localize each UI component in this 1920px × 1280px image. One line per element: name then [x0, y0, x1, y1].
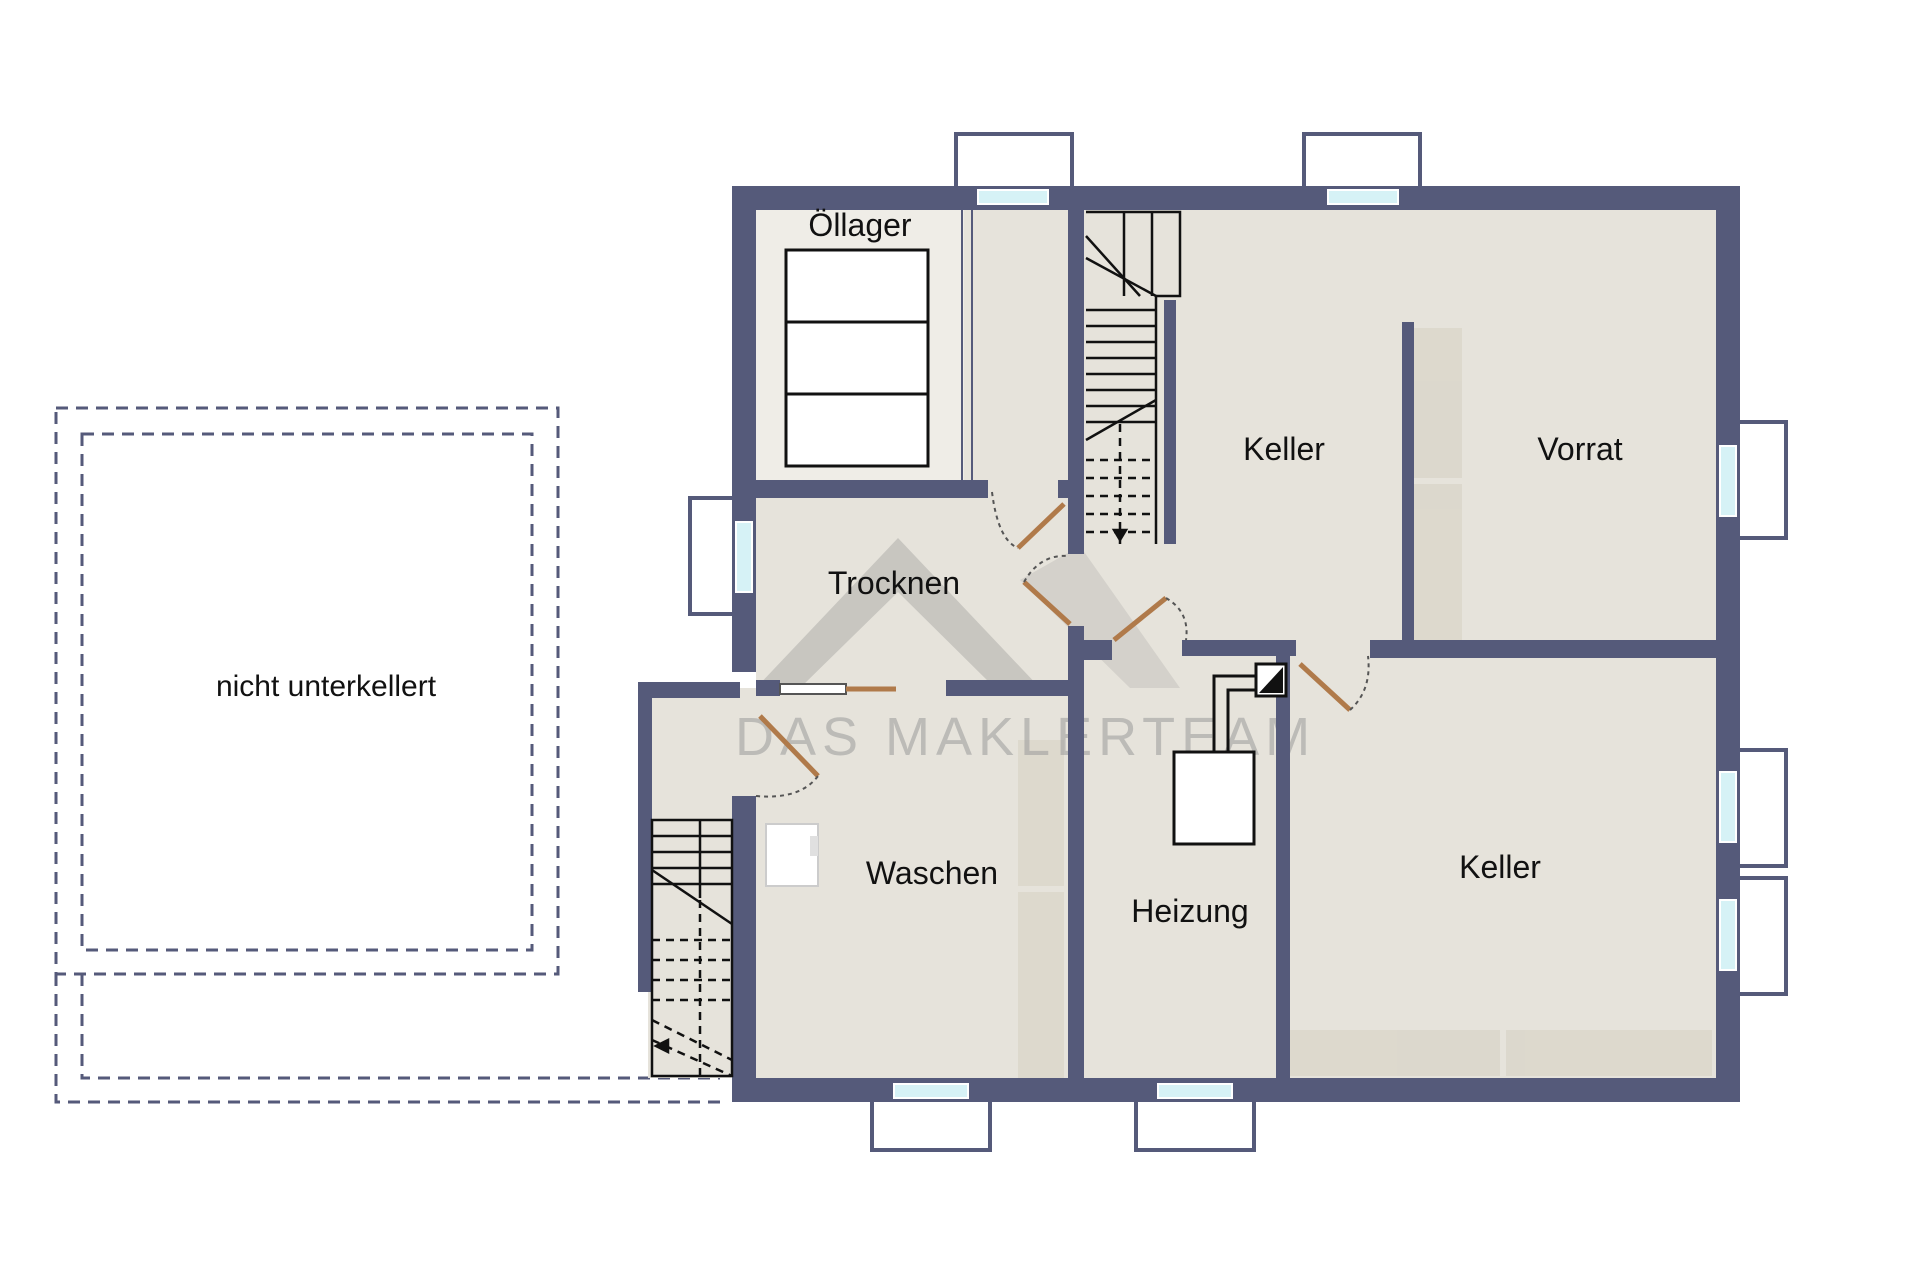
wall-vorrat-west [1402, 322, 1414, 644]
shelf-keller-right [1506, 1030, 1712, 1076]
door-oellager [991, 491, 1066, 550]
window-west-frame [688, 496, 736, 616]
watermark-logo-right [1020, 546, 1180, 688]
unexcavated-lower-outline [54, 974, 720, 1104]
stair-north-treads [1085, 212, 1157, 442]
window-south-left-glass [893, 1083, 969, 1099]
boiler [1172, 750, 1256, 846]
stair-north-outline [1086, 210, 1182, 544]
window-west-glass [735, 521, 753, 593]
door-keller-north [1112, 596, 1188, 642]
label-nicht-unterkellert: nicht unterkellert [216, 670, 437, 703]
label-keller-north: Keller [1243, 431, 1325, 467]
label-trocknen: Trocknen [828, 565, 960, 601]
unexcavated-lower-inner-outline [80, 974, 720, 1080]
unexcavated-inner-outline [80, 432, 534, 952]
oil-tank-3 [784, 392, 930, 468]
window-east-mid-glass [1719, 771, 1737, 843]
window-south-left-frame [870, 1098, 992, 1152]
oil-tank-2 [784, 320, 930, 396]
room-labels: Öllager Trocknen Keller Vorrat Waschen H… [216, 207, 1623, 929]
label-waschen: Waschen [866, 855, 998, 891]
window-east-low-glass [1719, 899, 1737, 971]
wall-oellager-bottom [756, 480, 988, 498]
unexcavated-area [54, 406, 720, 1104]
watermark-logo [756, 538, 1040, 688]
staircase-north [1085, 210, 1182, 544]
wall-heizung-north [1182, 640, 1296, 656]
wall-west-lower [732, 796, 756, 1102]
window-south-right-frame [1134, 1098, 1256, 1152]
window-east-top-glass [1719, 445, 1737, 517]
wall-heizung-west-stub [1068, 640, 1112, 660]
staircase-west [650, 818, 734, 1078]
window-south-right-glass [1157, 1083, 1233, 1099]
washing-machine [765, 823, 819, 887]
label-keller-south: Keller [1459, 849, 1541, 885]
stair-west-treads [651, 820, 733, 926]
windows [688, 132, 1788, 1152]
wall-north [732, 186, 1740, 210]
wall-heizung-west [1068, 626, 1084, 1078]
shelf-waschen-upper [1018, 740, 1064, 886]
wall-stair-east [1164, 300, 1176, 544]
window-east-top-frame [1736, 420, 1788, 540]
shelves [1018, 328, 1712, 1078]
doors [755, 491, 1370, 798]
wall-vorrat-south [1370, 640, 1718, 658]
label-oellager: Öllager [808, 207, 912, 243]
window-east-low-frame [1736, 876, 1788, 996]
window-north-right-glass [1327, 189, 1399, 205]
heating-system [1172, 662, 1288, 846]
window-north-left-frame [954, 132, 1074, 190]
window-north-right-frame [1302, 132, 1422, 190]
door-trocknen-east [1022, 554, 1072, 626]
door-waschen-sliding [779, 683, 896, 695]
heating-flue-pipe-inner [1226, 688, 1256, 752]
shelf-waschen-lower [1018, 892, 1064, 1078]
shelf-vorrat-lower [1414, 484, 1462, 640]
wall-trocknen-south-west [756, 680, 780, 696]
label-vorrat: Vorrat [1537, 431, 1622, 467]
shelf-vorrat-upper [1414, 328, 1462, 478]
door-keller-south [1298, 655, 1370, 712]
oil-tank-1 [784, 248, 930, 324]
window-glass [735, 189, 1737, 1099]
door-waschen-west [755, 714, 820, 798]
heating-flue-pipe [1212, 674, 1256, 752]
wall-corridor-left [638, 682, 652, 992]
shelf-keller-left [1290, 1030, 1500, 1076]
window-east-mid-frame [1736, 748, 1788, 868]
stair-west-arrow [653, 1037, 670, 1055]
wall-heizung-east [1276, 640, 1290, 1078]
label-heizung: Heizung [1131, 893, 1248, 929]
window-north-left-glass [977, 189, 1049, 205]
stair-west-outline [650, 818, 734, 1078]
wall-trocknen-south-east [946, 680, 1068, 696]
wall-stair-west [1068, 200, 1084, 554]
chimney-fill [1259, 667, 1283, 693]
unexcavated-outer-outline [54, 406, 560, 976]
wall-corridor-top [638, 682, 740, 698]
oil-tanks [784, 248, 930, 468]
stair-north-arrow [1111, 528, 1129, 543]
